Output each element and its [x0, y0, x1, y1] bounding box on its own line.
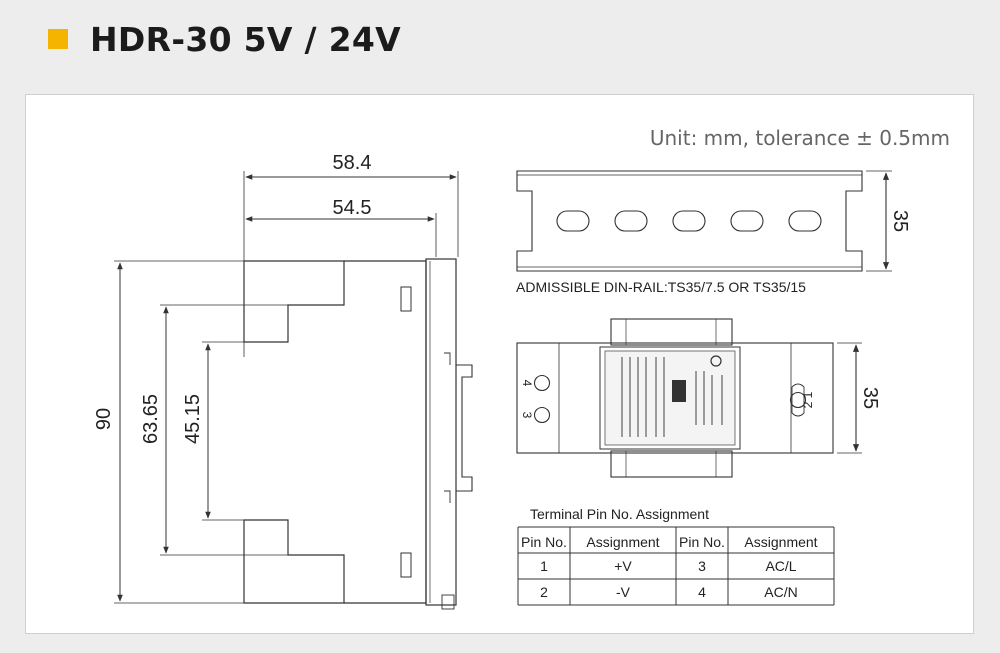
top-view-height-dim: 35: [859, 387, 881, 409]
drawing-panel: Unit: mm, tolerance ± 0.5mm 58.4 54.5: [25, 94, 974, 634]
table-cell: 2: [540, 584, 548, 600]
page-title: HDR-30 5V / 24V: [90, 19, 402, 59]
table-cell: AC/N: [764, 584, 797, 600]
table-header-assignment-2: Assignment: [744, 534, 817, 550]
rail-height-dim: 35: [889, 210, 911, 232]
table-cell: +V: [614, 558, 632, 574]
table-cell: 4: [698, 584, 706, 600]
pin-label-4: 4: [520, 380, 534, 387]
table-cell: AC/L: [765, 558, 796, 574]
pin-label-3: 3: [520, 412, 534, 419]
dim-width-body: 54.5: [333, 197, 372, 219]
pin-label-2-1: 2 1: [801, 391, 815, 408]
dim-height-overall: 90: [93, 408, 115, 430]
table-cell: -V: [616, 584, 631, 600]
title-bullet-icon: [48, 29, 68, 49]
terminal-table-title: Terminal Pin No. Assignment: [530, 506, 709, 522]
din-rail: [516, 170, 892, 272]
terminal-table: [517, 526, 835, 606]
rail-caption: ADMISSIBLE DIN-RAIL:TS35/7.5 OR TS35/15: [516, 279, 806, 295]
dim-width-overall: 58.4: [333, 152, 372, 174]
product-label-image: [604, 350, 736, 446]
page-header: HDR-30 5V / 24V: [48, 14, 401, 64]
table-header-pin-1: Pin No.: [521, 534, 567, 550]
dimension-drawing: Unit: mm, tolerance ± 0.5mm 58.4 54.5: [93, 126, 950, 610]
dim-height-front: 45.15: [182, 394, 204, 444]
dim-height-mid: 63.65: [140, 394, 162, 444]
table-header-pin-2: Pin No.: [679, 534, 725, 550]
side-view: [114, 171, 473, 610]
table-cell: 3: [698, 558, 706, 574]
top-view: [516, 318, 862, 478]
unit-note: Unit: mm, tolerance ± 0.5mm: [650, 126, 950, 150]
table-header-assignment-1: Assignment: [586, 534, 659, 550]
table-cell: 1: [540, 558, 548, 574]
